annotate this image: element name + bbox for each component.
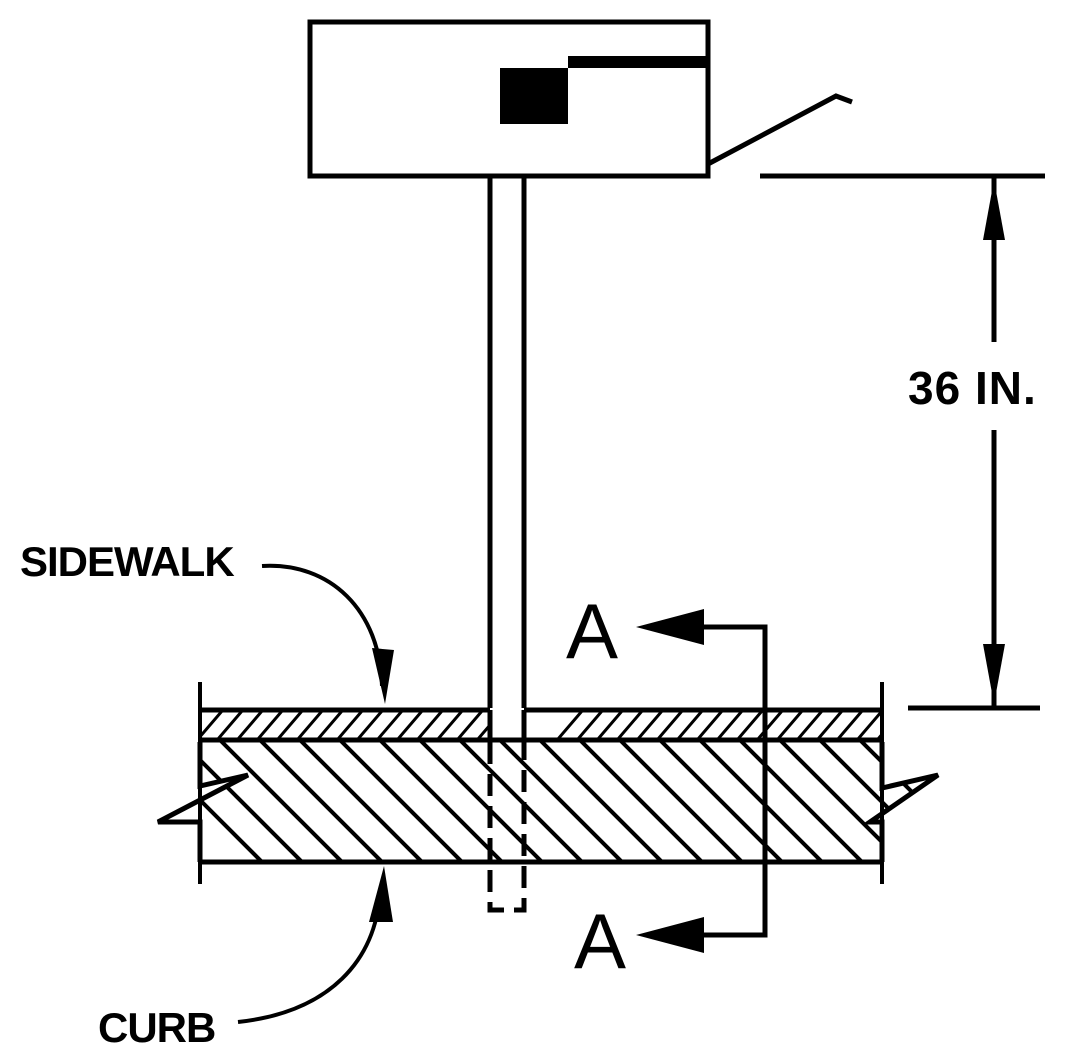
- section-arrow-top: [636, 609, 704, 645]
- curb-leader-arrow: [369, 866, 393, 922]
- section-cut-indicator: [636, 609, 768, 953]
- mailbox-flag-lever: [706, 93, 853, 167]
- sidewalk-label: SIDEWALK: [20, 538, 234, 585]
- embedded-post-dashed: [487, 742, 527, 913]
- curb-leader: [237, 891, 382, 1024]
- curb-layer: [156, 682, 940, 884]
- section-label-top: A: [566, 587, 618, 675]
- section-line: [700, 624, 768, 938]
- dimension-arrow-down: [983, 644, 1005, 704]
- section-arrow-bottom: [636, 917, 704, 953]
- sidewalk-leader: [261, 563, 384, 687]
- section-label-bottom: A: [574, 897, 626, 985]
- mailbox: [307, 19, 853, 179]
- support-post: [487, 176, 527, 913]
- sidewalk-leader-arrow: [372, 648, 394, 704]
- dimension-arrow-up: [983, 180, 1005, 240]
- mailbox-flag-block: [500, 68, 568, 124]
- curb-label: CURB: [98, 1004, 215, 1051]
- height-dimension: [760, 173, 1045, 711]
- mailbox-box: [307, 19, 711, 179]
- mailbox-flag-arm: [568, 56, 708, 68]
- dimension-label: 36 IN.: [908, 362, 1037, 414]
- sidewalk-layer: [200, 707, 882, 743]
